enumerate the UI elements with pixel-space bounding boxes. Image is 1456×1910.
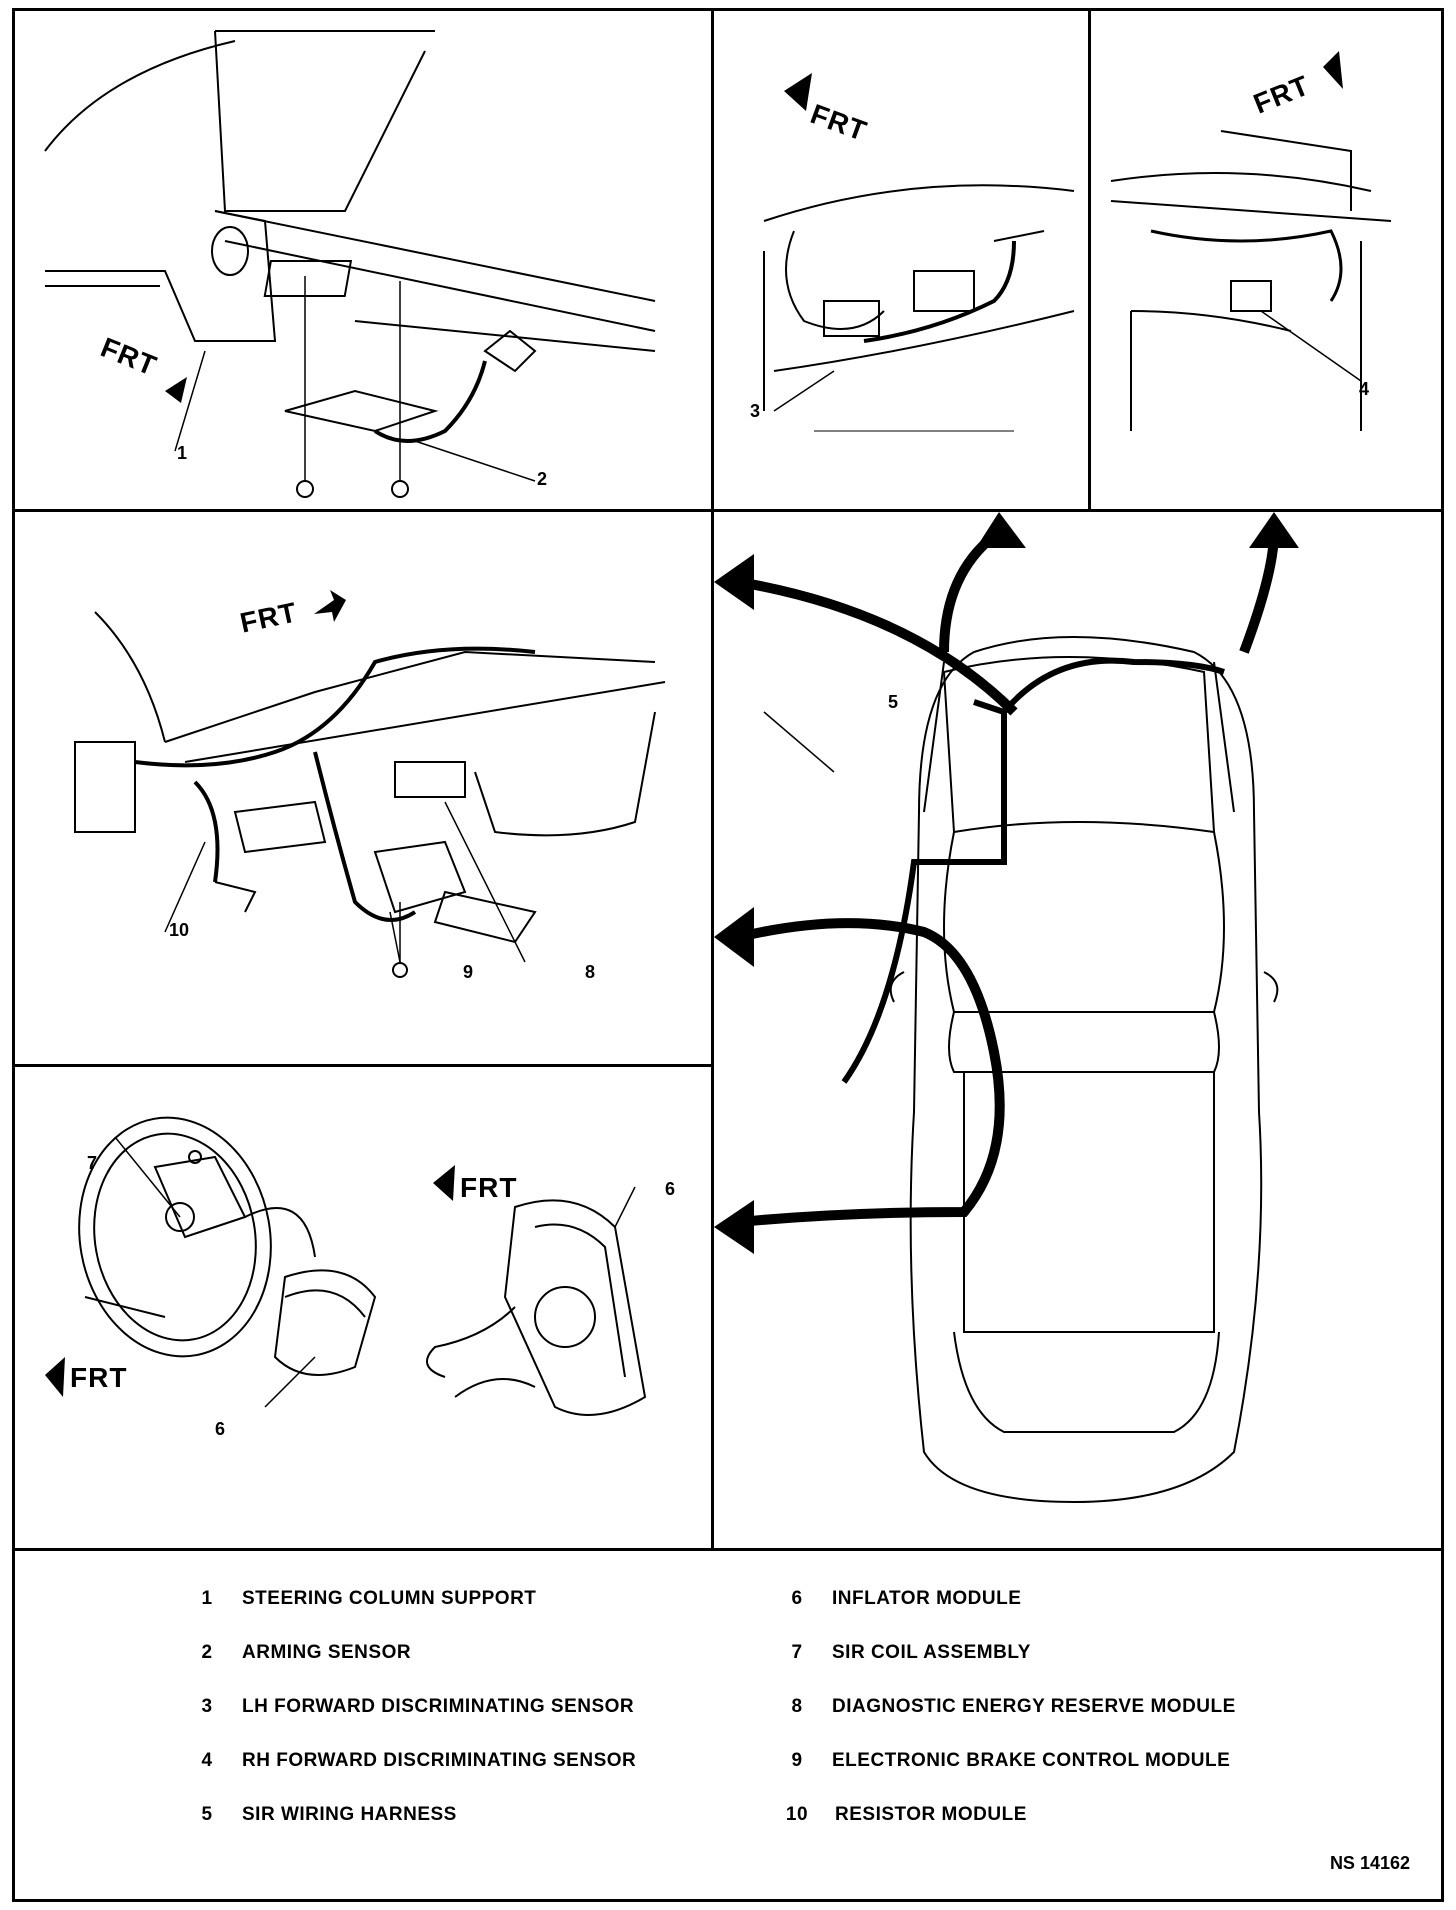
figure-number: NS 14162 — [1329, 1853, 1410, 1873]
panel-instrument-panel: FRT 10 9 8 — [15, 512, 711, 1064]
legend-label: SIR WIRING HARNESS — [242, 1804, 457, 1825]
legend-num: 1 — [201, 1588, 213, 1609]
frt-arrow-icon — [314, 590, 346, 622]
diagram-frame — [12, 8, 1444, 1902]
callout-6: 6 — [665, 1179, 676, 1199]
divider-top-2 — [1088, 8, 1091, 511]
legend-label: STEERING COLUMN SUPPORT — [242, 1588, 537, 1609]
legend-label: LH FORWARD DISCRIMINATING SENSOR — [242, 1696, 635, 1717]
steering-wheel-illustration — [45, 1116, 647, 1416]
callout-9: 9 — [463, 962, 474, 982]
divider-row-1 — [12, 509, 1444, 512]
callout-5: 5 — [888, 692, 899, 712]
callout-8: 8 — [585, 962, 596, 982]
instrument-panel-illustration — [74, 611, 666, 978]
panel-rh-sensor: FRT 4 — [1091, 11, 1441, 509]
callout-2: 2 — [537, 469, 548, 489]
legend-num: 5 — [201, 1804, 213, 1825]
divider-top-1 — [711, 8, 714, 511]
divider-legend — [12, 1548, 1444, 1551]
callout-4: 4 — [1359, 379, 1370, 399]
legend-num: 3 — [201, 1696, 213, 1717]
lh-sensor-illustration — [763, 73, 1075, 432]
divider-middle — [711, 509, 714, 1551]
legend-label: RH FORWARD DISCRIMINATING SENSOR — [242, 1750, 637, 1771]
legend-label: RESISTOR MODULE — [835, 1804, 1027, 1825]
callout-3: 3 — [750, 401, 761, 421]
legend-num: 7 — [791, 1642, 803, 1663]
panel-steering-wheel: FRT FRT 7 6 6 — [15, 1067, 711, 1548]
rh-sensor-illustration — [1110, 51, 1392, 431]
callout-10: 10 — [169, 920, 190, 940]
frt-label: FRT — [460, 1172, 518, 1203]
legend-num: 6 — [791, 1588, 803, 1609]
legend-label: INFLATOR MODULE — [832, 1588, 1022, 1609]
legend-label: SIR COIL ASSEMBLY — [832, 1642, 1031, 1663]
panel-lh-sensor: FRT 3 — [714, 11, 1088, 509]
legend: 1 STEERING COLUMN SUPPORT 2 ARMING SENSO… — [12, 1550, 1444, 1902]
steering-support-illustration — [44, 30, 656, 498]
callout-6: 6 — [215, 1419, 226, 1439]
callout-1: 1 — [177, 443, 188, 463]
legend-num: 10 — [785, 1804, 809, 1825]
legend-label: ARMING SENSOR — [242, 1642, 412, 1663]
legend-num: 2 — [201, 1642, 213, 1663]
panel-steering-column-support: FRT 1 2 — [15, 11, 711, 509]
legend-label: DIAGNOSTIC ENERGY RESERVE MODULE — [832, 1696, 1236, 1717]
legend-label: ELECTRONIC BRAKE CONTROL MODULE — [832, 1750, 1231, 1771]
legend-num: 8 — [791, 1696, 803, 1717]
vehicle-top-view-illustration — [714, 512, 1299, 1504]
frt-label: FRT — [70, 1362, 128, 1393]
legend-num: 9 — [791, 1750, 803, 1771]
panel-vehicle: 5 — [714, 512, 1441, 1548]
divider-row-2 — [12, 1064, 712, 1067]
callout-7: 7 — [87, 1153, 98, 1173]
legend-num: 4 — [201, 1750, 213, 1771]
